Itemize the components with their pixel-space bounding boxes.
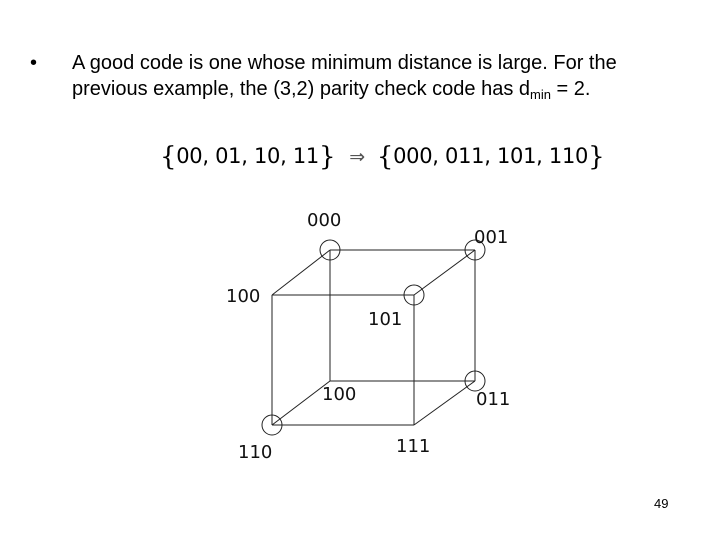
message-set: 00, 01, 10, 11 <box>176 144 319 168</box>
vertex-label-bottom-front-left: 110 <box>238 442 272 463</box>
vertex-label-bottom-back-left: 100 <box>322 384 356 405</box>
vertex-marker-110 <box>261 414 283 436</box>
vertex-marker-101 <box>403 284 425 306</box>
vertex-marker-001 <box>464 239 486 261</box>
bullet-text-main: A good code is one whose minimum distanc… <box>72 52 617 100</box>
vertex-label-bottom-front-right: 111 <box>396 436 430 457</box>
edge-top-right <box>413 249 476 296</box>
bullet-text: A good code is one whose minimum distanc… <box>72 50 682 108</box>
edge-bottom-right <box>413 380 476 426</box>
vertex-marker-000 <box>319 239 341 261</box>
left-open-brace: { <box>160 142 177 172</box>
right-close-brace: } <box>588 142 605 172</box>
edge-top-left <box>271 249 331 296</box>
implies-arrow: ⇒ <box>349 146 365 168</box>
vertex-labels: 000 001 100 101 100 011 110 111 <box>226 210 510 463</box>
bullet-marker: • <box>30 52 38 74</box>
right-open-brace: { <box>376 142 394 172</box>
vertex-label-top-front-left: 100 <box>226 286 260 307</box>
codeword-set: 000, 011, 101, 110 <box>393 144 589 168</box>
vertex-label-top-back-left: 000 <box>307 210 341 231</box>
left-close-brace: } <box>319 142 336 172</box>
page-number: 49 <box>654 496 669 511</box>
codeword-mapping-formula: {00, 01, 10, 11} ⇒ {000, 011, 101, 110} <box>160 142 605 172</box>
vertex-label-top-back-right: 001 <box>474 227 508 248</box>
cube-edges <box>271 249 476 426</box>
bullet-subscript: min <box>530 87 551 102</box>
vertex-label-top-front-right: 101 <box>368 309 402 330</box>
vertex-marker-011 <box>464 370 486 392</box>
bullet-text-end: = 2. <box>550 78 591 100</box>
vertex-label-bottom-back-right: 011 <box>476 389 510 410</box>
codeword-markers <box>261 239 486 436</box>
edge-bottom-left <box>271 380 331 426</box>
